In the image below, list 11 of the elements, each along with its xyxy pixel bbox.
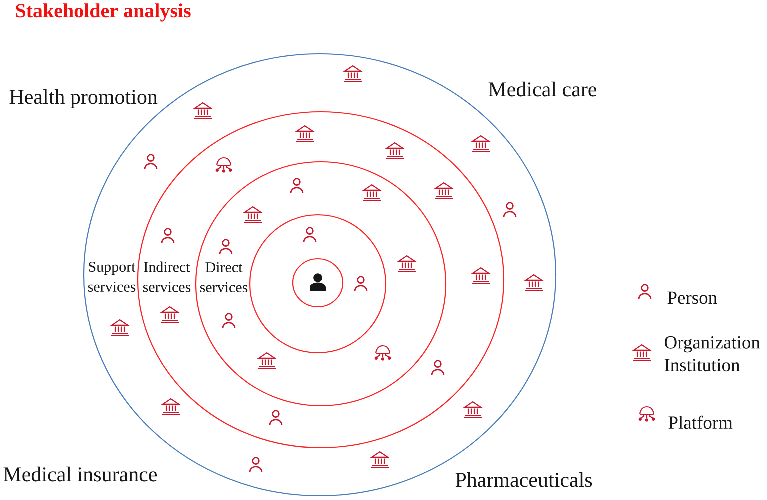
legend-label: Person xyxy=(668,292,718,304)
legend-label: Organization Institution xyxy=(664,336,760,372)
sector-label: Health promotion xyxy=(10,89,158,108)
sector-label: Pharmaceuticals xyxy=(456,472,592,488)
legend-label: Platform xyxy=(668,416,733,430)
circle xyxy=(249,214,387,354)
ring: Direct services xyxy=(195,161,447,407)
circle xyxy=(292,258,344,308)
sector-label: Medical care xyxy=(488,82,596,97)
title: Stakeholder analysis xyxy=(16,4,191,22)
sector-label: Medical insurance xyxy=(4,466,157,482)
